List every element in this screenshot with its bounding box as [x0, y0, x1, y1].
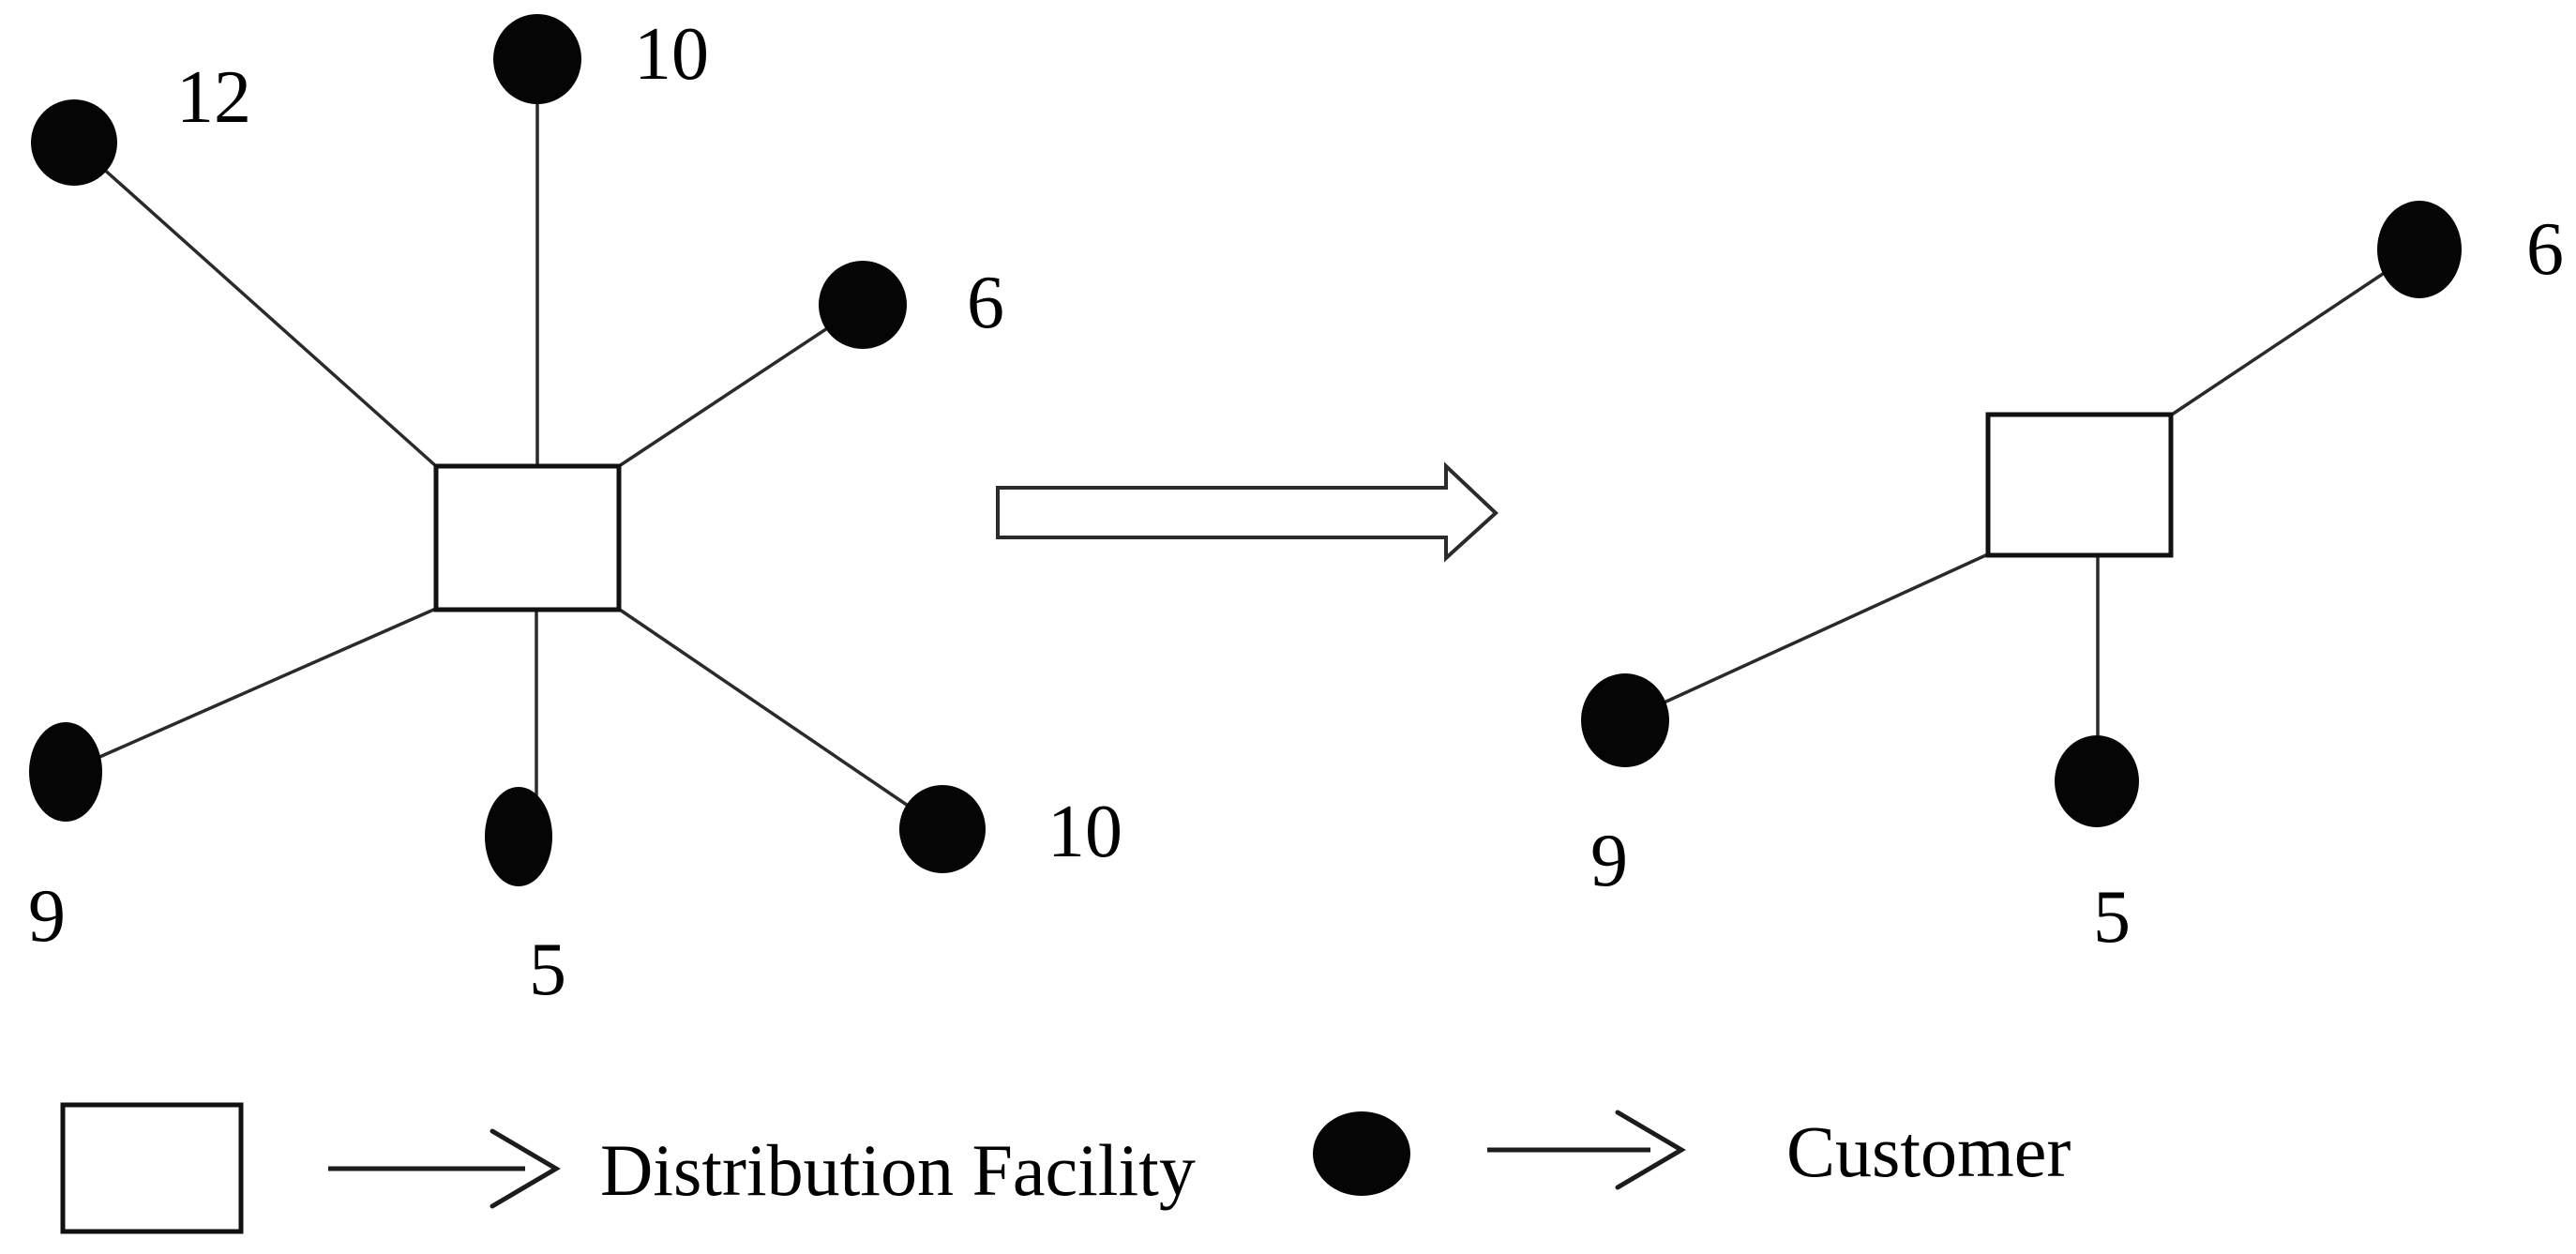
customer-demand-label: 9: [28, 875, 66, 958]
arrow-head: [1615, 1110, 1686, 1190]
customer-node: [899, 785, 986, 873]
right-network: 6 9 5: [1581, 201, 2564, 959]
customer-node: [819, 261, 907, 349]
customer-node: [29, 722, 102, 822]
customer-node: [2377, 201, 2462, 298]
customer-node: [1581, 673, 1669, 767]
customer-demand-label: 10: [1047, 791, 1122, 873]
legend-facility-label: Distribution Facility: [600, 1129, 1196, 1211]
customer-node: [485, 787, 552, 886]
legend-customer-symbol: [1313, 1111, 1410, 1196]
edge-facility-to-customer-left: [1624, 551, 1991, 722]
left-network: 12 10 6 9 5 10: [28, 13, 1122, 1011]
customer-demand-label: 5: [2093, 876, 2131, 959]
edge-facility-to-customer-right: [618, 303, 864, 468]
customer-node: [31, 99, 117, 186]
customer-demand-label: 12: [176, 56, 251, 139]
customer-demand-label: 6: [967, 262, 1004, 344]
edge-facility-to-customer-bottom-left: [65, 606, 439, 774]
transform-arrow: [996, 461, 1499, 563]
edge-facility-to-customer-top-right: [2168, 248, 2420, 418]
customer-node: [493, 14, 581, 104]
customer-node: [2055, 735, 2139, 827]
customer-demand-label: 10: [634, 13, 709, 96]
block-arrow-right-icon: [996, 461, 1499, 563]
customer-demand-label: 6: [2526, 208, 2564, 291]
left-facility-node: [433, 463, 622, 612]
legend-facility-symbol: [60, 1102, 244, 1234]
legend-arrow-icon: [328, 1128, 561, 1209]
arrow-head: [490, 1128, 561, 1209]
legend: Distribution Facility Customer: [60, 1102, 2071, 1234]
legend-customer-label: Customer: [1786, 1110, 2071, 1192]
edge-facility-to-customer-top-left: [72, 141, 438, 468]
right-facility-node: [1985, 412, 2174, 558]
edge-facility-to-customer-bottom-right: [616, 606, 943, 831]
customer-demand-label: 5: [529, 929, 566, 1011]
customer-demand-label: 9: [1590, 820, 1628, 902]
legend-arrow-icon: [1487, 1110, 1686, 1190]
